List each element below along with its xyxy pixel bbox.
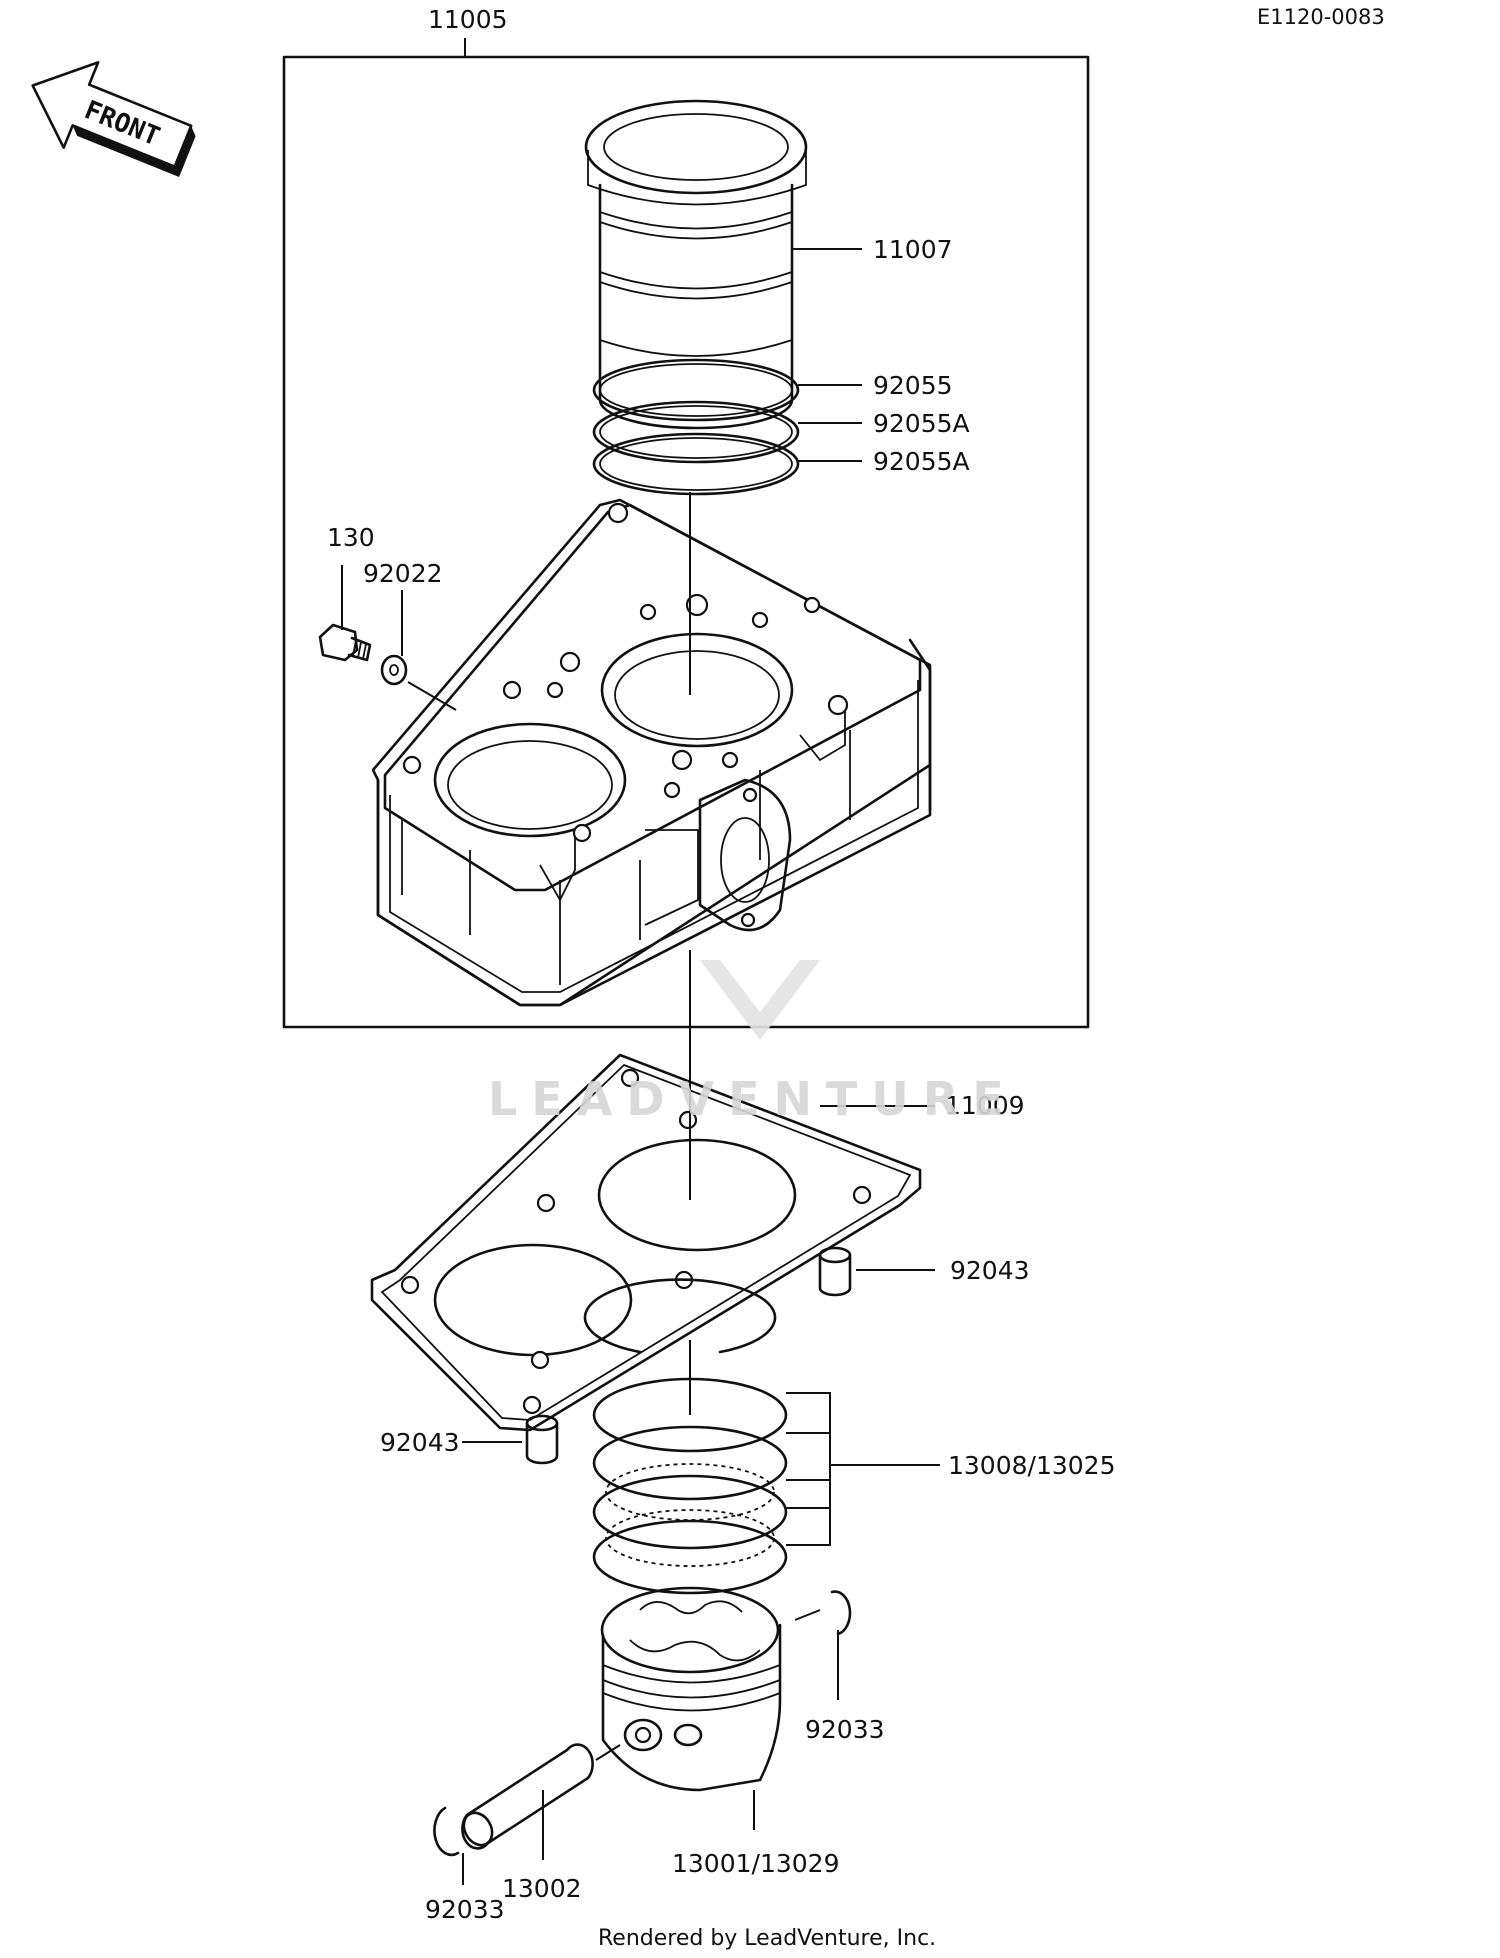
bolt-130 [318,565,372,662]
watermark-text: LEADVENTURE [488,1072,1018,1126]
callout-dowel-left: 92043 [380,1428,460,1457]
piston-ring-set [583,1278,940,1595]
front-arrow-icon: FRONT [31,61,196,178]
footer-credit: Rendered by LeadVenture, Inc. [598,1926,936,1951]
o-ring-92055a-upper [592,400,800,464]
cylinder-sleeve [584,99,808,430]
callout-piston-pin: 13002 [502,1874,582,1903]
callout-sleeve: 11007 [873,235,953,264]
callout-base-gasket: 11009 [945,1091,1025,1120]
base-gasket [370,1053,935,1432]
callout-circlip-right: 92033 [805,1715,885,1744]
callout-oring-1: 92055 [873,371,953,400]
dowel-pin-right [818,1246,935,1297]
callout-assembly: 11005 [428,5,508,34]
washer-to-block-leader [407,681,457,711]
cylinder-assembly-frame [282,38,1090,1029]
callout-dowel-right: 92043 [950,1256,1030,1285]
o-ring-92055 [592,358,800,422]
callout-oring-2: 92055A [873,409,970,438]
piston-pin [461,1743,621,1860]
callout-circlip-left: 92033 [425,1895,505,1924]
reference-code: E1120-0083 [1257,5,1385,29]
callout-piston: 13001/13029 [672,1849,839,1878]
callout-bolt: 130 [327,523,375,552]
washer-92022 [380,590,408,686]
piston [600,1586,782,1830]
circlip-right [794,1590,852,1700]
dowel-pin-left [462,1414,559,1465]
cylinder-block [371,498,932,1007]
watermark: LEADVENTURE [488,960,1018,1126]
o-ring-92055a-lower [592,432,800,496]
front-label: FRONT [80,95,164,152]
callout-piston-rings: 13008/13025 [948,1451,1115,1480]
callout-washer: 92022 [363,559,443,588]
callout-oring-3: 92055A [873,447,970,476]
circlip-left [433,1806,464,1885]
